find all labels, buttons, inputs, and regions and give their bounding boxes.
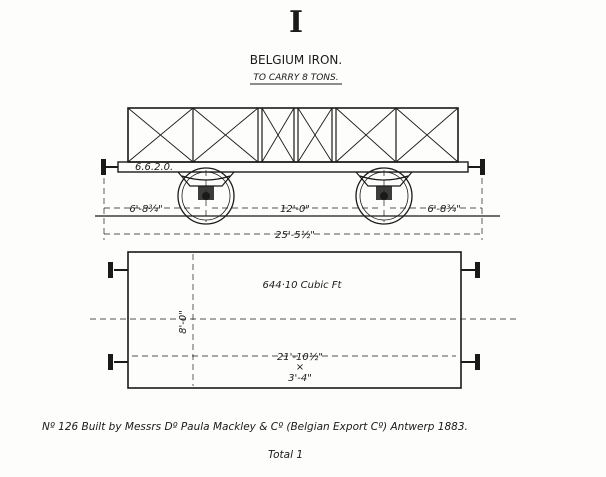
plan-view: 8'-0" 644·10 Cubic Ft 21'-10½" × 3'-4" (90, 251, 520, 389)
svg-text:×: × (296, 362, 304, 373)
plan-width: 8'-0" (178, 310, 189, 334)
buffer-left (101, 159, 106, 175)
dim-right-overhang: 6'-8¾" (427, 204, 460, 215)
total-count: Total 1 (268, 449, 303, 461)
plate-number: I (289, 5, 303, 40)
plate-subtitle: TO CARRY 8 TONS. (253, 73, 338, 83)
dim-overall-length: 25'-5½" (275, 229, 315, 241)
plate-title: BELGIUM IRON. (250, 53, 342, 67)
builder-note: Nº 126 Built by Messrs Dº Paula Mackley … (42, 421, 468, 433)
plan-body (127, 251, 462, 389)
wheel-right (355, 167, 413, 225)
wheel-left (177, 167, 235, 225)
buffer-right (480, 159, 485, 175)
dim-left-overhang: 6'-8¾" (129, 204, 162, 215)
wagon-body (127, 107, 459, 163)
dim-wheelbase: 12'-0" (280, 204, 310, 215)
plan-body-length: 21'-10½" (277, 351, 323, 363)
plan-capacity: 644·10 Cubic Ft (263, 280, 343, 291)
plan-gauge: 3'-4" (288, 373, 312, 384)
side-elevation: 6.6.2.0. 6'-8¾" 12'-0" 6'-8¾" (95, 107, 500, 241)
wagon-number: 6.6.2.0. (135, 162, 173, 173)
